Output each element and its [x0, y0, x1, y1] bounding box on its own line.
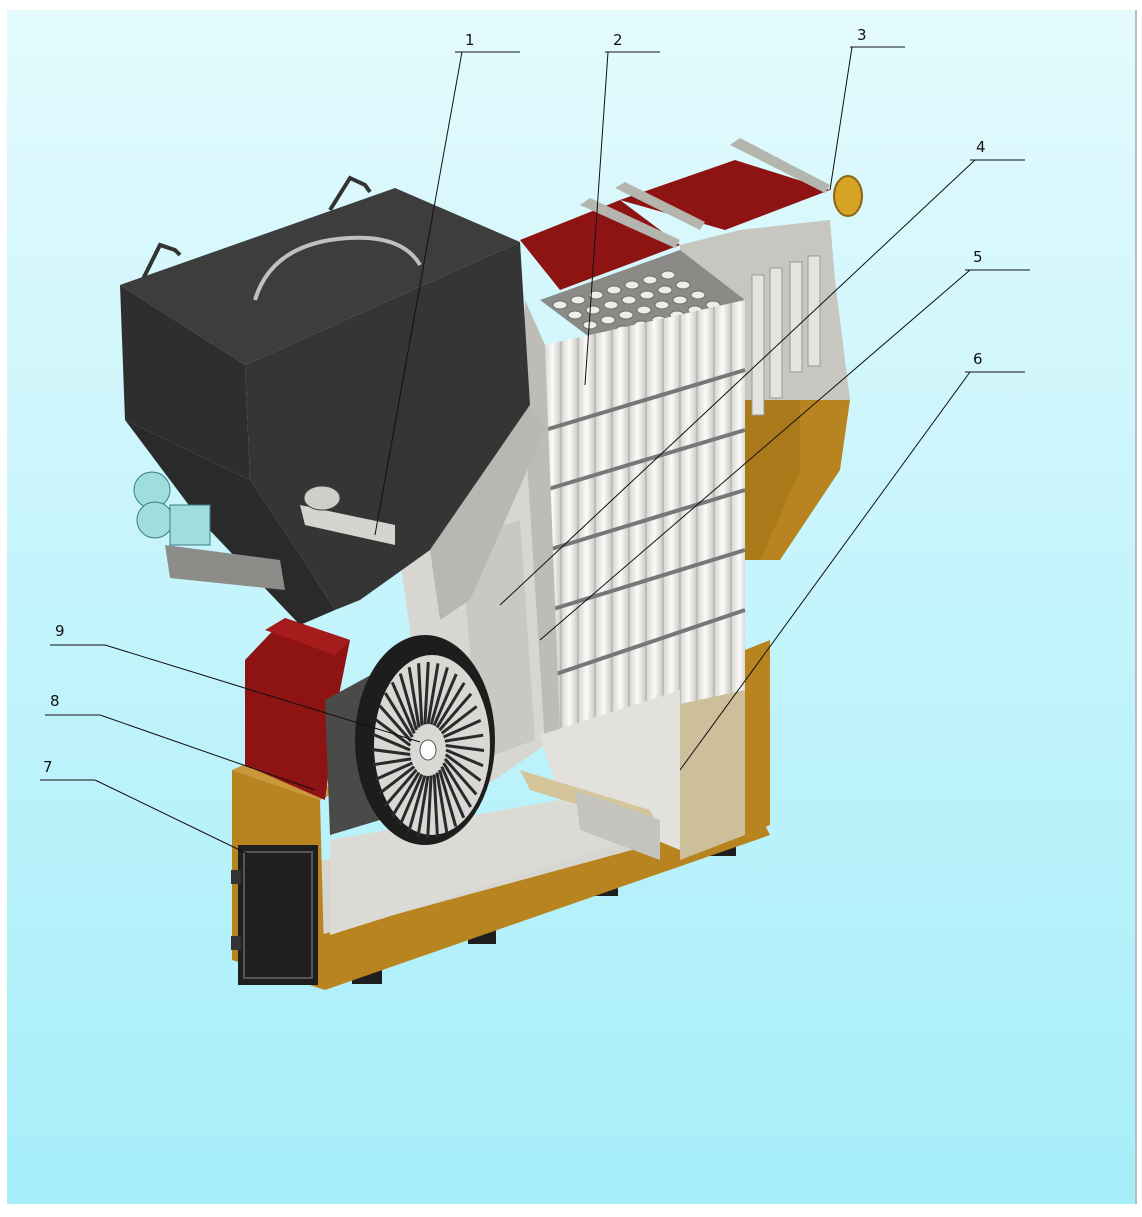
top-rail [580, 198, 680, 248]
hopper-front [120, 285, 250, 480]
fan-blade [371, 748, 411, 757]
turbulators [751, 255, 821, 416]
hopper-lid-ring [253, 235, 422, 301]
fan-blade [407, 666, 421, 728]
burner-insulation [245, 618, 350, 800]
callout-4-leader [499, 159, 976, 606]
tube-bank [545, 300, 745, 730]
fan-blade [440, 705, 478, 735]
hopper-chute [430, 405, 545, 620]
fan-blade [398, 673, 418, 731]
fan-blade [398, 773, 424, 827]
callout-8-leader [99, 714, 316, 791]
fan-blade [438, 692, 473, 732]
fan-blade [390, 681, 416, 734]
right-side-wall [745, 640, 770, 835]
fan-wheel-hub [419, 739, 437, 761]
fan-blade [378, 765, 416, 795]
fan-blade [442, 762, 472, 808]
motor-body [136, 501, 174, 539]
callout-3-leader [829, 46, 853, 191]
callout-9-leader [104, 644, 421, 743]
callout-1-number: 1 [465, 31, 475, 49]
callout-3-number: 3 [857, 26, 867, 44]
fan-blade [445, 748, 484, 768]
fan-blades [371, 661, 485, 839]
ash-door [238, 845, 318, 985]
callout-7-leader [94, 779, 251, 856]
fan-blade [442, 718, 482, 739]
fan-blade [372, 732, 411, 752]
fan-blade [444, 733, 484, 743]
fuel-hopper-icon [120, 175, 545, 625]
flue-outlet-icon [833, 175, 863, 217]
callouts [40, 46, 1030, 856]
fan-blade [445, 743, 485, 752]
callout-8-number: 8 [50, 692, 60, 710]
fan-blade [423, 661, 430, 725]
fan-blade [378, 704, 413, 743]
fan-blade [435, 682, 466, 729]
frame-right-edge [1135, 10, 1137, 1204]
fan-blade [383, 768, 418, 808]
fan-blade [438, 769, 458, 827]
top-rail [615, 182, 705, 230]
ash-door-hinge [231, 870, 241, 884]
hopper-lid [120, 188, 520, 365]
exchanger-rear-wall-inner [745, 390, 800, 560]
screw-conveyor-icon [300, 505, 395, 545]
grate-tray-rail [575, 790, 660, 860]
top-rail [730, 138, 830, 193]
fan-blade [444, 753, 482, 782]
callout-1-leader [374, 51, 463, 536]
burner-insulation-top [265, 618, 350, 655]
callout-6-number: 6 [973, 350, 983, 368]
fan-blade [372, 757, 412, 767]
screw-conveyor-end [303, 485, 341, 511]
fan-blade [432, 774, 439, 837]
fan-blade [443, 757, 478, 796]
fan-blade [374, 761, 414, 782]
fan-blade [432, 673, 458, 727]
fan-blade [407, 775, 427, 833]
hopper-taper [125, 420, 335, 625]
callout-9-number: 9 [55, 622, 65, 640]
ash-door-frame [243, 851, 313, 979]
fan-blade [390, 771, 421, 818]
hopper-handle [138, 242, 182, 286]
fan-blade [440, 766, 466, 819]
gear-motor-icon [133, 471, 285, 590]
fan-blade [384, 692, 414, 738]
fan-blade [435, 772, 449, 834]
callout-labels: 1 2 3 4 5 6 7 8 9 [43, 26, 986, 776]
fan-blade [374, 718, 412, 747]
callout-4-number: 4 [976, 138, 986, 156]
motor-bracket [165, 545, 285, 590]
ash-door-hinge [231, 936, 241, 950]
callout-2-number: 2 [613, 31, 623, 49]
turbulator-rods [544, 368, 746, 677]
callout-2-leader [584, 51, 609, 386]
burner-unit [245, 618, 495, 845]
callout-6-leader [679, 371, 971, 771]
callout-5-number: 5 [973, 248, 983, 266]
gearbox [169, 504, 211, 546]
hopper-handle [328, 175, 372, 212]
callout-7-number: 7 [43, 758, 53, 776]
fan-blade [417, 663, 424, 726]
fan-blade [426, 775, 433, 839]
fan-blade [426, 663, 440, 725]
fan-blade [429, 667, 449, 725]
callout-5-leader [539, 269, 971, 641]
fan-blade [416, 775, 430, 837]
